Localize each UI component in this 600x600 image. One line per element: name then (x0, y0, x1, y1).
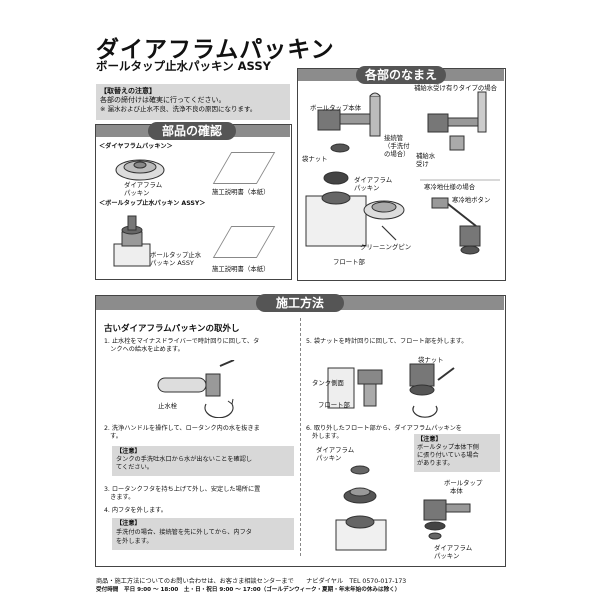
parts-group1-title: ＜ダイヤフラムパッキン＞ (99, 143, 173, 150)
label-cold-region: 寒冷地仕様の場合 (424, 183, 476, 191)
label-bag-nut: 袋ナット (302, 155, 328, 163)
note6-label-diaphragm-2: パッキン (434, 552, 460, 560)
group2-part-label-2: パッキン ASSY (150, 259, 194, 267)
note6-label-diaphragm-1: ダイアフラム (434, 544, 473, 552)
step5-label-bag-nut: 袋ナット (418, 356, 444, 364)
note6-drawing (423, 499, 471, 540)
label-cleaning-pin: クリーニングピン (360, 243, 412, 251)
group1-manual-label: 施工説明書（本紙） (212, 188, 270, 196)
label-diaphragm-2: パッキン (354, 184, 380, 192)
caution-title: 【取替えの注意】 (100, 87, 156, 95)
label-ballcock-body: ボールタップ本体 (310, 104, 362, 112)
footer-line-1: 商品・施工方法についてのお問い合わせは、お客さま相談センターまで ナビダイヤル … (96, 578, 407, 585)
step6-drawing (335, 465, 387, 551)
step4-note-box (112, 518, 294, 550)
label-refill-type: 補給水受け有りタイプの場合 (414, 84, 498, 92)
page-subtitle: ボールタップ止水パッキン ASSY (96, 59, 271, 73)
note6-label-body-2: 本体 (450, 487, 463, 495)
step5-label-tank: タンク側面 (312, 379, 344, 387)
step2-line-1: 2. 洗浄ハンドルを操作して、ロータンク内の水を抜きま (104, 425, 260, 432)
label-diaphragm-1: ダイアフラム (354, 176, 393, 184)
step2-note-box (112, 446, 294, 476)
parts-group2-title: ＜ボールタップ止水パッキン ASSY＞ (99, 200, 206, 207)
step3-line-2: きます。 (104, 494, 135, 501)
step2-line-2: す。 (104, 433, 122, 440)
step3-line-1: 3. ロータンクフタを持ち上げて外し、安定した場所に置 (104, 486, 261, 493)
step6-label-2: パッキン (316, 454, 342, 462)
part-names-drawing (305, 91, 500, 255)
group1-part-label-1: ダイアフラム (124, 181, 163, 189)
procedure-divider (300, 318, 302, 556)
note6-label-body-1: ボールタップ (444, 479, 483, 487)
step6-label-1: ダイアフラム (316, 446, 355, 454)
parts-check-header: 部品の確認 (148, 122, 236, 140)
label-refill-cup-1: 補給水 (416, 152, 436, 160)
ballcock-assy-drawing (113, 215, 151, 267)
step1-label: 止水栓 (158, 402, 178, 410)
step1-line-2: ンクへの給水を止めます。 (104, 346, 184, 353)
step6-note-box (414, 434, 500, 472)
group1-part-label-2: パッキン (124, 189, 150, 197)
step5-drawing (327, 363, 455, 418)
caution-line-1: 各部の締付けは確実に行ってください。 (100, 96, 226, 104)
step2-note-line-2: てください。 (116, 464, 153, 471)
step1-line-1: 1. 止水栓をマイナスドライバーで時計回りに回して、タ (104, 338, 260, 345)
step6-note-title: 【注意】 (417, 436, 442, 443)
page-title: ダイアフラムパッキン (96, 37, 335, 63)
step6-note-line-1: ボールタップ本体下側 (417, 444, 479, 451)
procedure-section-title: 古いダイアフラムパッキンの取外し (104, 324, 240, 334)
label-connector-1: 接続管 (384, 134, 404, 142)
step6-note-line-2: に張り付いている場合 (417, 452, 479, 459)
step4-note-line-2: を外します。 (116, 538, 153, 545)
step2-note-title: 【注意】 (116, 448, 141, 455)
step4-note-line-1: 手洗付の場合、接続管を先に外してから、内フタ (116, 529, 252, 536)
procedure-header: 施工方法 (256, 294, 344, 312)
step2-note-line-1: タンクの手洗吐水口から水が出ないことを確認し (116, 456, 253, 463)
label-connector-3: の場合） (384, 150, 410, 158)
step6-note-line-3: があります。 (417, 460, 454, 467)
footer-line-2: 受付時間 平日 9:00 ～ 18:00 土・日・祝日 9:00 ～ 17:00… (96, 587, 401, 593)
step5-line-1: 5. 袋ナットを時計回りに回して、フロート部を外します。 (306, 338, 468, 345)
step5-label-float: フロート部 (318, 401, 350, 409)
caution-line-2: ※ 漏水および止水不良、洗浄不良の原因になります。 (100, 105, 257, 113)
label-refill-cup-2: 受け (416, 160, 429, 168)
step6-line-1: 6. 取り外したフロート部から、ダイアフラムパッキンを (306, 425, 462, 432)
caution-box (96, 84, 290, 120)
step4-note-title: 【注意】 (116, 520, 141, 527)
label-float: フロート部 (333, 258, 365, 266)
label-cold-button: 寒冷地ボタン (452, 196, 491, 204)
diaphragm-drawing (115, 159, 165, 181)
step6-line-2: 外します。 (306, 433, 343, 440)
step1-drawing (157, 360, 235, 418)
group2-part-label-1: ボールタップ止水 (150, 251, 202, 259)
part-names-header: 各部のなまえ (356, 66, 446, 84)
group2-manual-label: 施工説明書（本紙） (212, 265, 270, 273)
step4-line-1: 4. 内フタを外します。 (104, 507, 167, 514)
label-connector-2: （手洗付 (384, 142, 410, 150)
